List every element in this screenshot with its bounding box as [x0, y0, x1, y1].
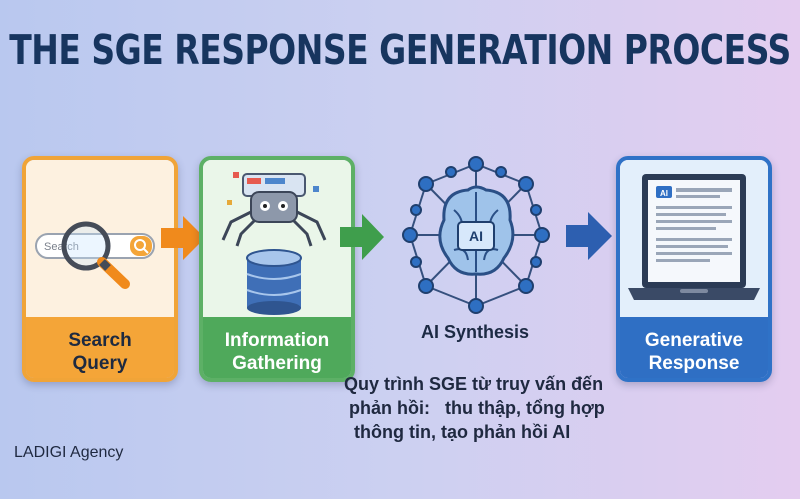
arrow-right-icon	[340, 214, 384, 260]
robot-spider-icon	[221, 172, 327, 247]
step-ai-synthesis: AI Synthesis	[420, 322, 530, 342]
arrow-right-icon	[566, 212, 612, 260]
arrow-right-icon	[161, 216, 205, 260]
search-placeholder: Search	[44, 241, 79, 253]
caption: Quy trình SGE từ truy vấn đến phản hồi: …	[344, 374, 605, 442]
magnifier-icon	[61, 221, 130, 289]
database-icon	[246, 249, 302, 315]
footer-credit: LADIGI Agency	[14, 444, 124, 461]
diagram-title: THE SGE RESPONSE GENERATION PROCESS	[9, 25, 791, 74]
laptop-icon: AI	[628, 174, 760, 300]
response-badge: AI	[660, 189, 668, 198]
search-illustration: Search	[26, 160, 174, 317]
brain-network-icon: AI	[402, 156, 550, 314]
ai-chip-label: AI	[469, 228, 483, 244]
